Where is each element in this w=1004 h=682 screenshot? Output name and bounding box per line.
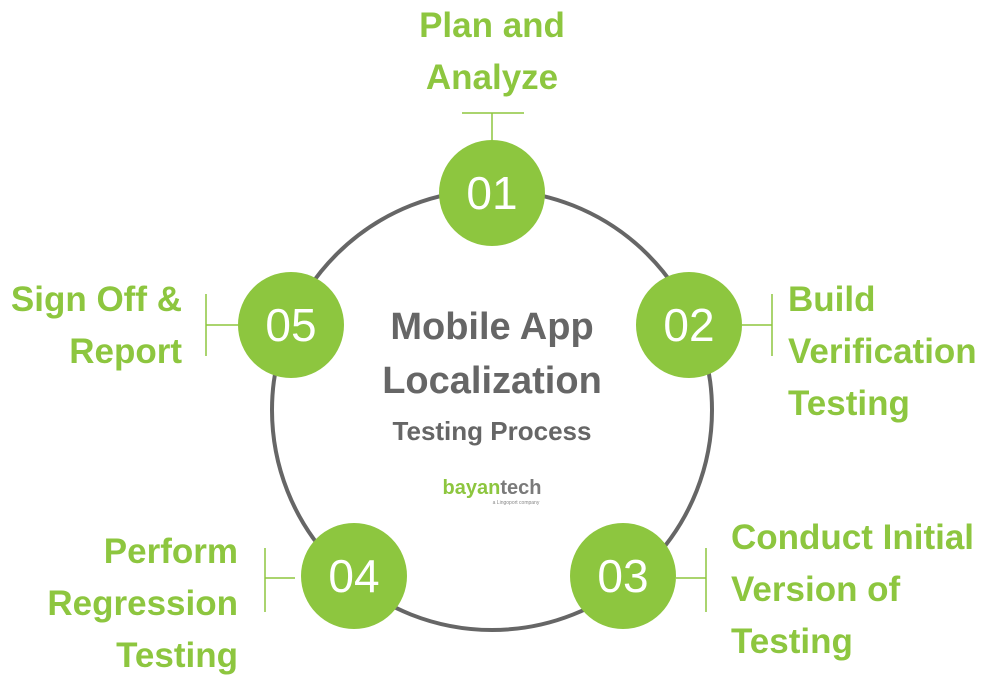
step-number: 02	[663, 299, 714, 351]
label-line: Plan and	[419, 6, 565, 45]
label-line: Build	[788, 280, 876, 319]
step-02: 02	[636, 272, 742, 378]
step-circle	[439, 140, 545, 246]
step-03: 03	[570, 523, 676, 629]
step-circle	[238, 272, 344, 378]
logo-word-part1: bayan	[442, 477, 501, 499]
connector-03	[676, 548, 707, 612]
title-line-2: Localization	[382, 360, 602, 402]
logo-tagline: a Lingoport company	[492, 500, 540, 506]
step-05-label: Sign Off & Report	[11, 274, 182, 378]
connector-04	[264, 548, 295, 612]
bayantech-logo: bayantech a Lingoport company	[412, 476, 572, 506]
step-circle	[636, 272, 742, 378]
subtitle: Testing Process	[392, 416, 592, 446]
label-line: Version of	[731, 570, 901, 609]
step-circle	[570, 523, 676, 629]
step-number: 03	[597, 550, 648, 602]
step-01-label: Plan and Analyze	[392, 0, 592, 104]
step-05: 05	[238, 272, 344, 378]
label-line: Perform	[103, 532, 238, 571]
step-04: 04	[301, 523, 407, 629]
step-number: 04	[328, 550, 379, 602]
title-line-1: Mobile App	[390, 306, 594, 348]
label-line: Testing	[731, 622, 853, 661]
logo-wordmark: bayantech	[443, 477, 542, 499]
step-04-label: Perform Regression Testing	[47, 526, 238, 682]
step-03-label: Conduct Initial Version of Testing	[731, 512, 974, 668]
diagram-title: Mobile App Localization Testing Process	[342, 300, 642, 454]
step-number: 05	[265, 299, 316, 351]
connector-02	[742, 294, 773, 356]
label-line: Sign Off &	[10, 280, 182, 319]
step-number: 01	[466, 167, 517, 219]
step-01: 01	[439, 140, 545, 246]
label-line: Regression	[47, 584, 238, 623]
logo-word-part2: tech	[500, 477, 542, 499]
step-02-label: Build Verification Testing	[788, 274, 977, 430]
label-line: Analyze	[425, 58, 559, 97]
label-line: Testing	[116, 636, 238, 675]
label-line: Verification	[788, 332, 977, 371]
connector-01	[462, 112, 524, 141]
label-line: Testing	[788, 384, 910, 423]
connector-05	[205, 294, 238, 356]
step-circle	[301, 523, 407, 629]
label-line: Conduct Initial	[731, 518, 975, 557]
label-line: Report	[69, 332, 182, 371]
